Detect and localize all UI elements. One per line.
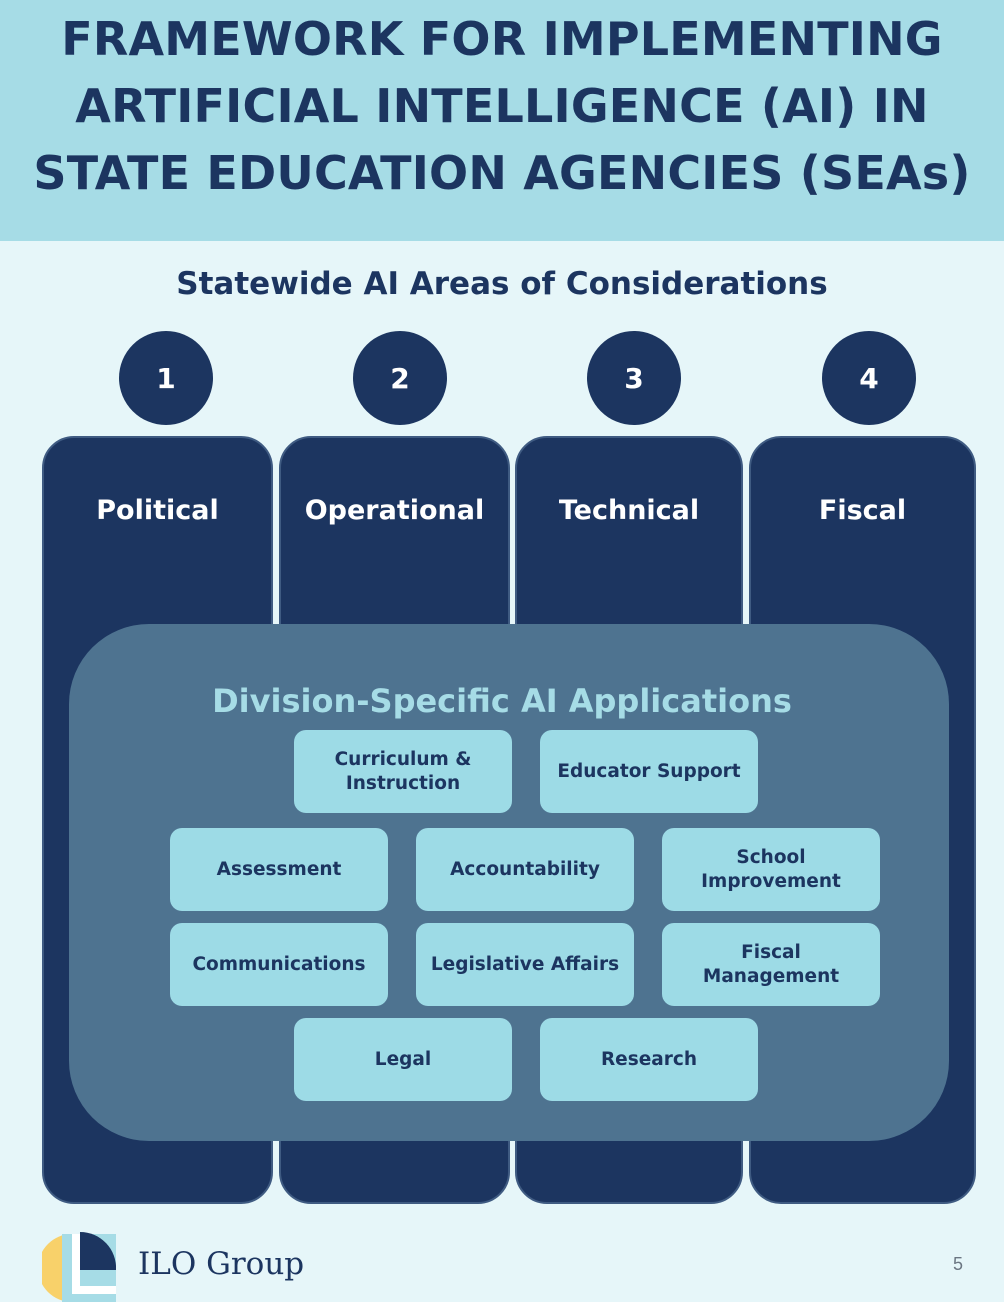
page-title-line-1: FRAMEWORK FOR IMPLEMENTING	[61, 12, 943, 66]
pillar-label: Fiscal	[818, 495, 907, 526]
application-tile: School Improvement	[662, 828, 880, 911]
page-title-line-3: STATE EDUCATION AGENCIES (SEAs)	[33, 146, 971, 200]
application-tile: Research	[540, 1018, 758, 1101]
area-number-3: 3	[587, 331, 681, 425]
application-tile: Educator Support	[540, 730, 758, 813]
statewide-section-title: Statewide AI Areas of Considerations	[176, 266, 828, 302]
application-tile: Curriculum & Instruction	[294, 730, 512, 813]
area-number-1: 1	[119, 331, 213, 425]
application-tile: Legislative Affairs	[416, 923, 634, 1006]
application-tile: Legal	[294, 1018, 512, 1101]
area-number-2: 2	[353, 331, 447, 425]
application-tile: Assessment	[170, 828, 388, 911]
pillar-label: Technical	[558, 495, 700, 526]
application-tile: Communications	[170, 923, 388, 1006]
pillar-label: Operational	[304, 495, 485, 526]
page-title-line-2: ARTIFICIAL INTELLIGENCE (AI) IN	[75, 79, 929, 133]
application-tile: Accountability	[416, 828, 634, 911]
page-number: 5	[952, 1254, 963, 1274]
division-section-title: Division-Specific AI Applications	[212, 682, 792, 720]
ilo-group-logo-icon	[42, 1231, 116, 1302]
pillar-label: Political	[96, 495, 219, 526]
area-number-4: 4	[822, 331, 916, 425]
application-tile: Fiscal Management	[662, 923, 880, 1006]
header-banner: FRAMEWORK FOR IMPLEMENTING ARTIFICIAL IN…	[0, 0, 1004, 241]
brand-name: ILO Group	[138, 1246, 305, 1282]
